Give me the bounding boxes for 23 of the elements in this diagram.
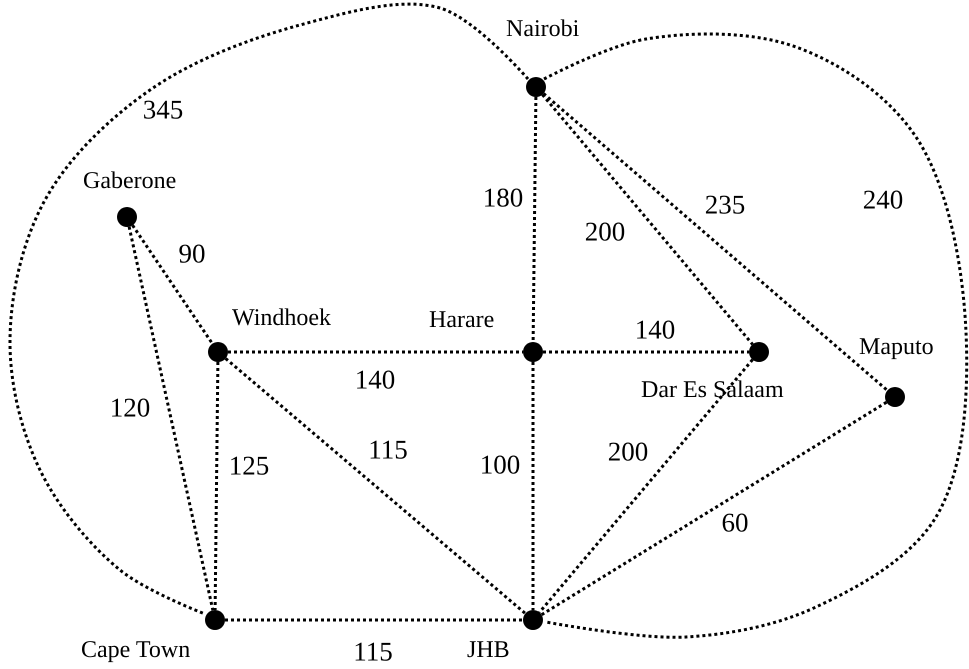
connector: [225, 618, 523, 622]
connector: [541, 94, 754, 346]
city-name: Windhoek: [232, 306, 332, 330]
connector: [532, 362, 534, 610]
connector: [532, 96, 538, 342]
connector: [538, 358, 754, 614]
connector: [128, 226, 214, 611]
city-name: Gaberone: [83, 169, 176, 193]
connector: [224, 357, 526, 615]
city-name: Cape Town: [81, 638, 190, 662]
city-name: Dar Es Salaam: [641, 378, 784, 402]
city-name: Nairobi: [506, 17, 580, 41]
city-name: Maputo: [859, 335, 934, 359]
curved-connector: [8, 2, 530, 616]
city-name: JHB: [467, 638, 510, 662]
connector: [214, 362, 220, 610]
connector: [542, 92, 888, 392]
connector: [228, 350, 523, 354]
connector: [543, 350, 749, 354]
curved-connector: [543, 32, 968, 639]
connector: [540, 400, 888, 616]
city-name: Harare: [429, 308, 494, 332]
connector: [131, 224, 214, 345]
